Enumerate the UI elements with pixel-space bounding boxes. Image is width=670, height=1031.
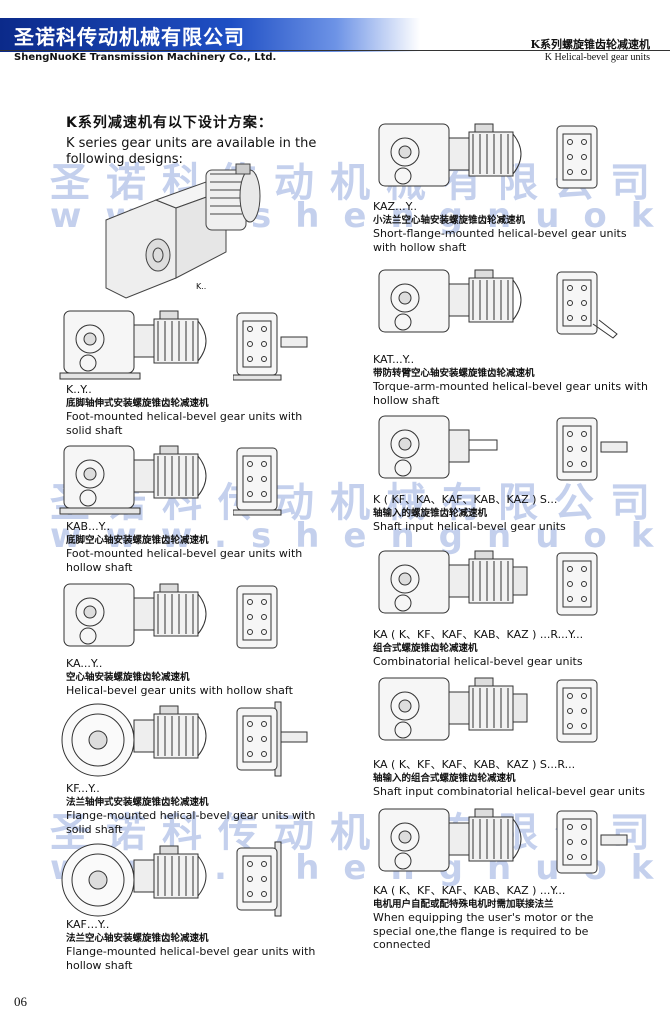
gear-unit-end-view-drawing	[236, 585, 278, 649]
design-caption: KAB...Y.. 底脚空心轴安装螺旋锥齿轮减速机 Foot-mounted h…	[66, 520, 303, 574]
design-caption: KAT...Y.. 带防转臂空心轴安装螺旋锥齿轮减速机 Torque-arm-m…	[373, 353, 648, 407]
header-band	[0, 18, 420, 52]
gear-unit-end-view-drawing	[556, 125, 598, 189]
page-number: 06	[14, 994, 27, 1009]
gear-unit-end-view-drawing	[556, 810, 628, 874]
intro-text-en: K series gear units are available in the…	[66, 136, 317, 167]
intro-image-label: K..	[196, 282, 207, 291]
company-name-cn: 圣诺科传动机械有限公司	[14, 25, 245, 49]
gear-unit-side-view-drawing	[378, 123, 522, 187]
gear-unit-side-view-drawing	[59, 310, 207, 380]
company-name-en: ShengNuoKE Transmission Machinery Co., L…	[14, 52, 277, 63]
design-caption: KA ( K、KF、KAF、KAB、KAZ ) S...R... 轴输入的组合式…	[373, 758, 645, 798]
design-caption: K..Y.. 底脚轴伸式安装螺旋锥齿轮减速机 Foot-mounted heli…	[66, 383, 303, 437]
gear-unit-side-view-drawing	[378, 415, 498, 479]
gear-unit-side-view-drawing	[378, 269, 522, 333]
design-caption: KAZ...Y.. 小法兰空心轴安装螺旋锥齿轮减速机 Short-flange-…	[373, 200, 627, 254]
design-caption: KA ( K、KF、KAF、KAB、KAZ ) ...Y... 电机用户自配或配…	[373, 884, 594, 951]
gear-unit-end-view-drawing	[233, 447, 282, 516]
intro-block: K系列减速机有以下设计方案： K series gear units are a…	[66, 112, 326, 168]
header-divider	[0, 50, 670, 51]
gear-unit-side-view-drawing	[61, 843, 207, 917]
gear-unit-end-view-drawing	[233, 312, 308, 381]
design-caption: KF...Y.. 法兰轴伸式安装螺旋锥齿轮减速机 Flange-mounted …	[66, 782, 316, 836]
intro-text-cn: K系列减速机有以下设计方案：	[66, 115, 273, 131]
gear-unit-side-view-drawing	[61, 703, 207, 777]
isometric-gear-unit-image	[105, 163, 261, 299]
series-title-cn: K系列螺旋锥齿轮减速机	[530, 38, 650, 51]
gear-unit-side-view-drawing	[63, 583, 207, 647]
gear-unit-end-view-drawing	[556, 679, 598, 743]
design-caption: K ( KF、KA、KAF、KAB、KAZ ) S... 轴输入的螺旋锥齿轮减速…	[373, 493, 566, 533]
gear-unit-side-view-drawing	[378, 677, 528, 741]
design-caption: KAF…Y.. 法兰空心轴安装螺旋锥齿轮减速机 Flange-mounted h…	[66, 918, 316, 972]
design-caption: KA ( K、KF、KAF、KAB、KAZ ) ...R...Y... 组合式螺…	[373, 628, 584, 668]
gear-unit-end-view-drawing	[556, 271, 618, 339]
gear-unit-end-view-drawing	[556, 552, 598, 616]
gear-unit-end-view-drawing	[556, 417, 628, 481]
gear-unit-end-view-drawing	[236, 841, 282, 917]
gear-unit-side-view-drawing	[59, 445, 207, 515]
gear-unit-side-view-drawing	[378, 808, 522, 872]
design-caption: KA...Y.. 空心轴安装螺旋锥齿轮减速机 Helical-bevel gea…	[66, 657, 293, 697]
series-title-en: K Helical-bevel gear units	[544, 52, 650, 63]
gear-unit-side-view-drawing	[378, 550, 528, 614]
gear-unit-end-view-drawing	[236, 701, 308, 777]
